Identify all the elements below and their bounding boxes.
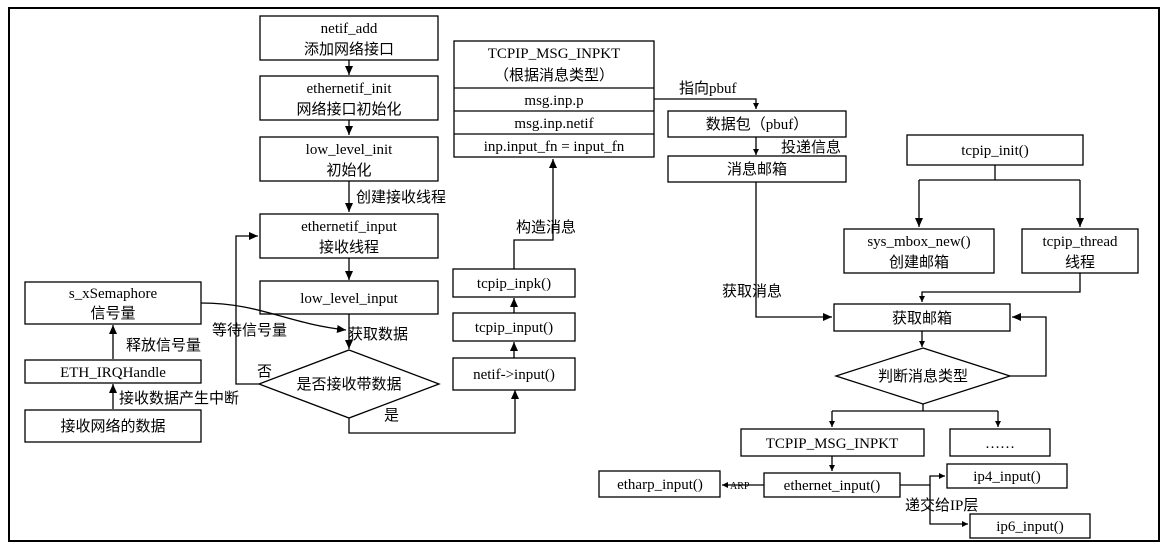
receive-data-text: 接收网络的数据: [60, 418, 165, 435]
semaphore-desc: 信号量: [90, 305, 135, 322]
etharp-input-text: etharp_input(): [617, 477, 703, 493]
ethernetif-input-box: ethernetif_input 接收线程: [259, 213, 439, 259]
low-level-init-desc: 初始化: [326, 162, 371, 179]
arrow-to-ip6: [929, 485, 968, 527]
netif-add-box: netif_add 添加网络接口: [259, 15, 439, 61]
more-text: ……: [985, 436, 1015, 452]
fetch-mailbox-box: 获取邮箱: [833, 303, 1011, 332]
more-box: ……: [949, 428, 1051, 457]
outer-frame: [8, 7, 1160, 542]
msg-struct-title: TCPIP_MSG_INPKT: [488, 46, 621, 62]
arrow-build-msg: [513, 159, 557, 269]
tcpip-inpk-text: tcpip_inpk(): [477, 276, 551, 292]
mbox-new-box: sys_mbox_new() 创建邮箱: [843, 228, 995, 274]
point-to-label: 指向pbuf: [679, 80, 737, 97]
msg-inpkt-text: TCPIP_MSG_INPKT: [766, 436, 899, 452]
deliver-label: 投递信息: [781, 139, 841, 156]
ethernetif-input-desc: 接收线程: [319, 239, 379, 256]
yes-label: 是: [384, 408, 399, 424]
receive-decision: 是否接收带数据: [257, 349, 441, 419]
fetch-mailbox-text: 获取邮箱: [892, 310, 952, 327]
ip4-input-box: ip4_input(): [946, 463, 1068, 489]
msg-type-decision: 判断消息类型: [833, 347, 1013, 405]
low-level-input-text: low_level_input: [300, 291, 398, 307]
receive-data-box: 接收网络的数据: [24, 409, 202, 443]
tcpip-input-text: tcpip_input(): [475, 320, 553, 336]
arrow-decision-loop: [1010, 313, 1047, 377]
create-thread-label: 创建接收线程: [356, 189, 446, 206]
arrow-no-loop: [235, 232, 259, 385]
ethernetif-init-box: ethernetif_init 网络接口初始化: [259, 75, 439, 121]
low-level-init-box: low_level_init 初始化: [259, 136, 439, 182]
ip-layer-label: 递交给IP层: [905, 496, 978, 514]
interrupt-label: 接收数据产生中断: [119, 390, 239, 407]
netif-add-text: netif_add: [321, 21, 378, 37]
arp-label: ARP: [730, 481, 750, 492]
tcpip-init-box: tcpip_init(): [906, 134, 1084, 166]
tcpip-thread-box: tcpip_thread 线程: [1021, 228, 1139, 274]
msg-row-input-fn: inp.input_fn = input_fn: [484, 139, 625, 155]
mbox-new-desc: 创建邮箱: [889, 254, 949, 271]
tcpip-init-text: tcpip_init(): [961, 143, 1029, 159]
pbuf-text: 数据包（pbuf）: [706, 116, 809, 133]
ethernetif-input-text: ethernetif_input: [301, 219, 398, 235]
semaphore-box: s_xSemaphore 信号量: [24, 281, 202, 325]
netif-add-desc: 添加网络接口: [304, 41, 394, 58]
low-level-init-text: low_level_init: [306, 142, 393, 158]
pbuf-box: 数据包（pbuf）: [667, 110, 847, 138]
ethernetif-init-text: ethernetif_init: [307, 81, 393, 97]
build-msg-label: 构造消息: [516, 219, 576, 236]
receive-decision-text: 是否接收带数据: [296, 376, 401, 393]
msg-struct-box: TCPIP_MSG_INPKT （根据消息类型） msg.inp.p msg.i…: [453, 40, 655, 158]
ip6-input-text: ip6_input(): [996, 519, 1064, 535]
release-semaphore-label: 释放信号量: [126, 337, 201, 354]
irq-handle-text: ETH_IRQHandle: [60, 365, 166, 381]
arrow-to-ip4: [900, 473, 945, 486]
arrow-thread-to-fetch: [919, 273, 1081, 302]
semaphore-text: s_xSemaphore: [69, 286, 158, 302]
ethernet-input-text: ethernet_input(): [784, 478, 881, 494]
tcpip-input-box: tcpip_input(): [452, 312, 576, 342]
ethernet-input-box: ethernet_input(): [763, 472, 901, 498]
tcpip-inpk-box: tcpip_inpk(): [452, 268, 576, 298]
mailbox-text: 消息邮箱: [727, 161, 787, 178]
etharp-input-box: etharp_input(): [598, 470, 721, 498]
arrow-yes-branch: [348, 390, 519, 434]
netif-input-text: netif->input(): [473, 367, 555, 383]
ethernetif-init-desc: 网络接口初始化: [296, 101, 401, 118]
mailbox-box: 消息邮箱: [667, 155, 847, 183]
msg-row-netif: msg.inp.netif: [514, 116, 593, 132]
no-label: 否: [257, 364, 272, 380]
msg-struct-subtitle: （根据消息类型）: [494, 67, 614, 84]
low-level-input-box: low_level_input: [259, 280, 439, 315]
msg-type-decision-text: 判断消息类型: [878, 368, 968, 385]
irq-handle-box: ETH_IRQHandle: [24, 359, 202, 384]
tcpip-thread-text: tcpip_thread: [1043, 234, 1118, 250]
wait-semaphore-label: 等待信号量: [212, 321, 287, 339]
arrow-point-to-pbuf: [654, 98, 759, 109]
tcpip-thread-desc: 线程: [1065, 254, 1095, 271]
msg-inpkt-box: TCPIP_MSG_INPKT: [740, 428, 925, 457]
msg-row-pbuf: msg.inp.p: [524, 93, 583, 109]
get-data-label: 获取数据: [348, 326, 408, 343]
get-msg-label: 获取消息: [722, 283, 782, 300]
arrow-wait-semaphore: [200, 302, 347, 333]
ip6-input-box: ip6_input(): [969, 513, 1091, 539]
netif-input-box: netif->input(): [452, 357, 576, 391]
mbox-new-text: sys_mbox_new(): [867, 234, 970, 250]
arrow-get-msg: [755, 182, 832, 321]
ip4-input-text: ip4_input(): [973, 469, 1041, 485]
